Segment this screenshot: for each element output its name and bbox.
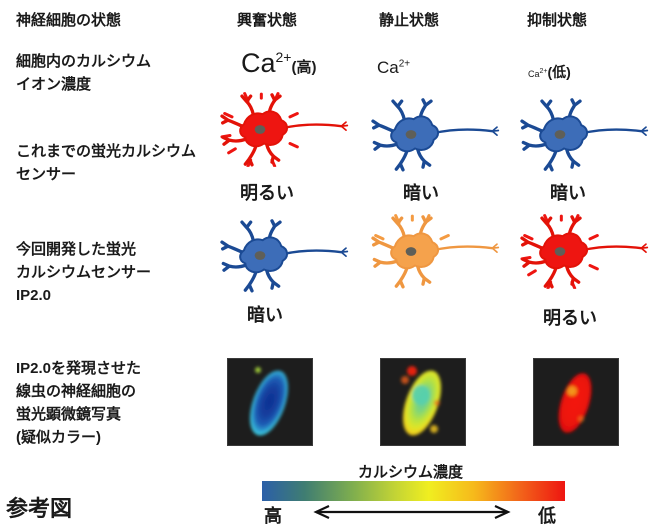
calcium-level-resting: Ca2+ xyxy=(377,58,411,77)
colorbar-gradient xyxy=(262,481,565,501)
figure-caption: 参考図 xyxy=(6,496,73,521)
neuron-conventional-resting-dark xyxy=(371,97,511,172)
neuron-ip2-resting-dim xyxy=(371,214,511,289)
brightness-label: 暗い xyxy=(550,183,586,203)
row-label-conventional-sensor: これまでの蛍光カルシウム センサー xyxy=(16,143,197,183)
column-header-resting: 静止状態 xyxy=(379,12,440,29)
brightness-label: 暗い xyxy=(247,305,283,325)
row-label-calcium-concentration: 細胞内のカルシウム イオン濃度 xyxy=(16,53,152,93)
microscopy-image-excited xyxy=(227,358,313,446)
colorbar-title: カルシウム濃度 xyxy=(358,464,464,481)
neuron-ip2-excited-dark xyxy=(220,218,360,293)
column-header-inhibited: 抑制状態 xyxy=(527,12,588,29)
brightness-label: 暗い xyxy=(403,183,439,203)
colorbar-low-label: 低 xyxy=(538,506,556,526)
neuron-conventional-excited-bright xyxy=(220,92,360,167)
row-header-neuron-state: 神経細胞の状態 xyxy=(16,12,122,29)
neuron-conventional-inhibited-dark xyxy=(520,97,660,172)
microscopy-image-inhibited xyxy=(533,358,619,446)
microscopy-image-resting xyxy=(380,358,466,446)
brightness-label: 明るい xyxy=(240,183,294,203)
row-label-microscopy: IP2.0を発現させた 線虫の神経細胞の 蛍光顕微鏡写真 (疑似カラー) xyxy=(16,360,142,446)
row-label-new-sensor-ip2: 今回開発した蛍光 カルシウムセンサー IP2.0 xyxy=(16,241,152,304)
colorbar-high-label: 高 xyxy=(264,506,282,526)
calcium-level-excited: Ca2+(高) xyxy=(241,48,317,78)
double-arrow-icon xyxy=(313,505,511,519)
calcium-level-inhibited: Ca2+(低) xyxy=(528,64,571,80)
neuron-ip2-inhibited-bright xyxy=(520,214,660,289)
brightness-label: 明るい xyxy=(543,308,597,328)
column-header-excited: 興奮状態 xyxy=(237,12,298,29)
